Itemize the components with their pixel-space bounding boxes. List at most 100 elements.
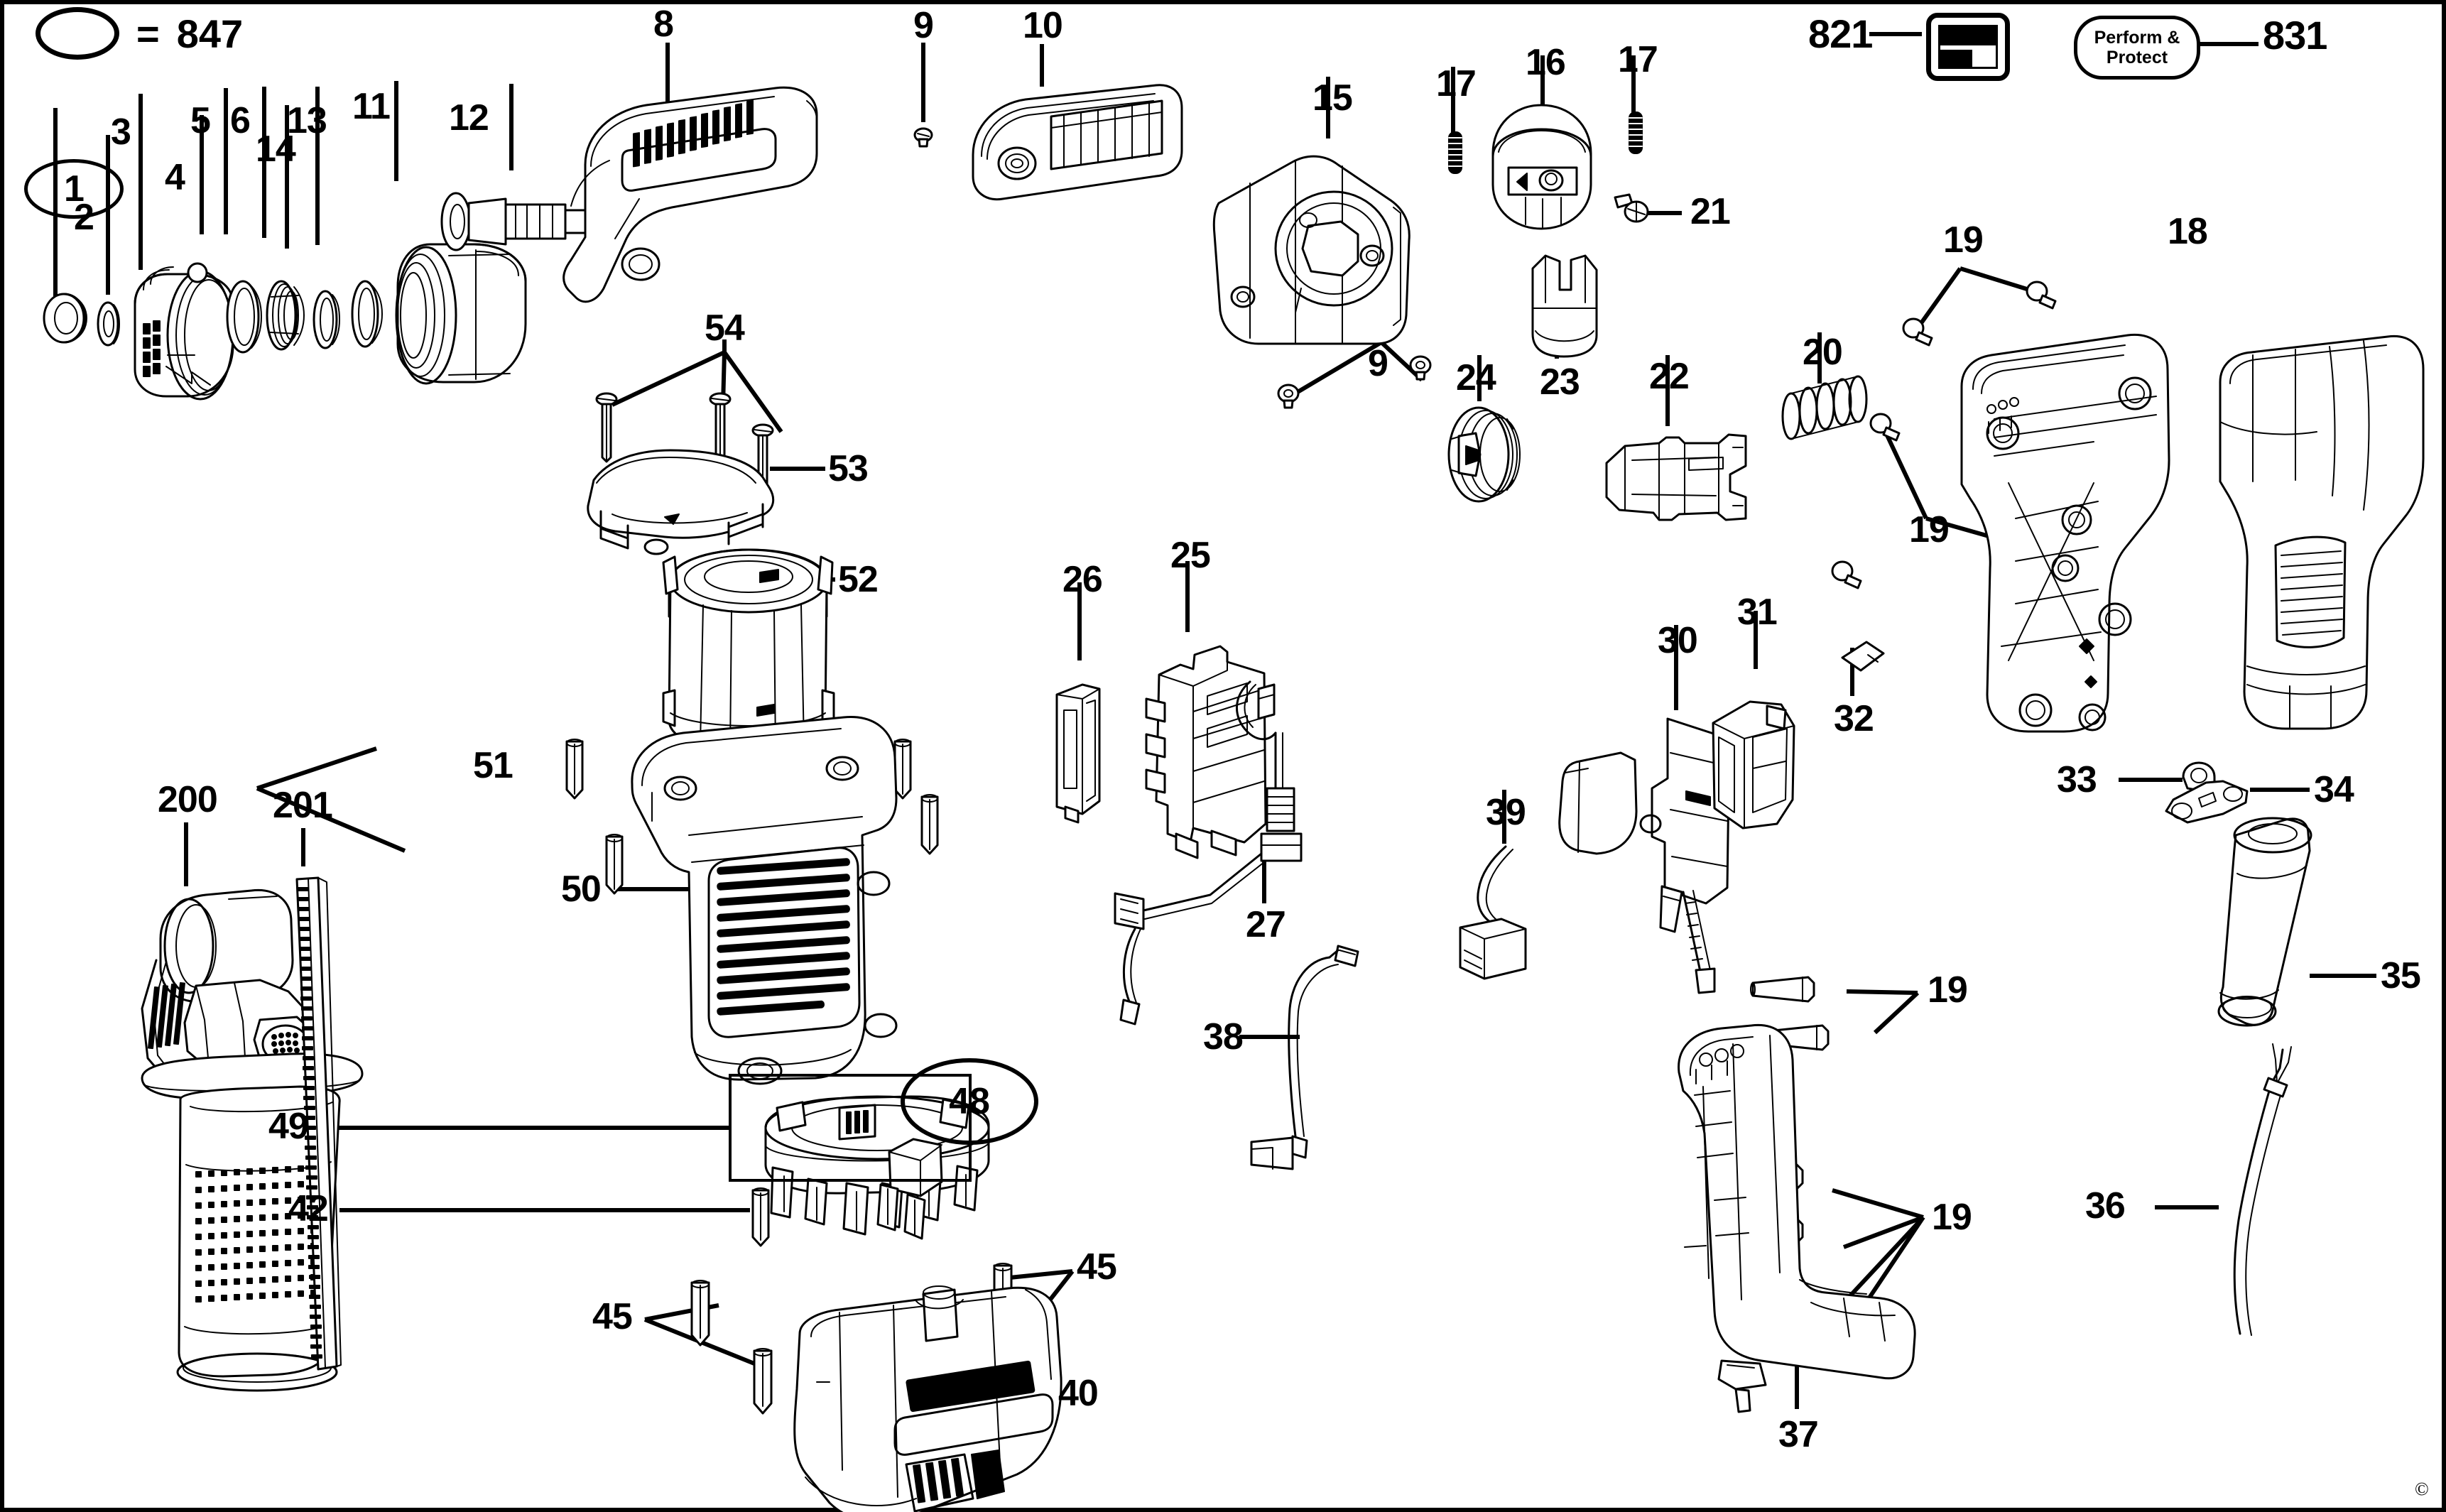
callout-45a: 45 <box>1077 1246 1117 1288</box>
part-module-cover-26 <box>1055 683 1101 824</box>
part-pin-32 <box>1841 641 1885 672</box>
callout-19b: 19 <box>1909 509 1950 550</box>
part-pin-17a <box>1448 131 1462 174</box>
legend-ellipse-equals: = 847 <box>36 7 243 60</box>
group-box-49-48 <box>729 1074 972 1182</box>
part-motor-housing-50 <box>631 716 898 1085</box>
part-spring-washer-6 <box>266 280 305 351</box>
part-screw-21 <box>1614 193 1649 223</box>
part-mode-selector-knob-16 <box>1491 104 1592 230</box>
part-screw-54a <box>595 392 618 463</box>
callout-9-gearcase: 9 <box>1368 343 1388 384</box>
callout-3: 3 <box>111 112 131 153</box>
part-handle-frame-37 <box>1678 1023 1916 1413</box>
label-plate-icon <box>1926 13 2010 81</box>
part-screw-9a <box>913 127 933 148</box>
callout-34: 34 <box>2314 769 2354 810</box>
part-grip-sleeve-35 <box>2217 817 2312 1027</box>
part-screw-19f <box>1750 976 1815 1003</box>
callout-33: 33 <box>2057 759 2097 800</box>
part-contact-strip-34 <box>2165 780 2249 824</box>
part-screw-19e <box>1831 560 1862 589</box>
part-wire-lead-36 <box>2233 1043 2292 1336</box>
callout-38: 38 <box>1203 1016 1244 1057</box>
part-chuck-end-cap <box>43 293 87 344</box>
part-side-cover-10 <box>972 84 1183 201</box>
callout-35: 35 <box>2381 955 2421 996</box>
part-ball-4 <box>187 262 208 283</box>
part-screw-51b <box>605 834 624 895</box>
callout-13: 13 <box>287 100 327 141</box>
callout-831: 831 <box>2263 13 2327 58</box>
part-carbon-brush-39 <box>1459 845 1527 980</box>
callout-42: 42 <box>288 1188 329 1229</box>
legend-equals-sign: = <box>136 11 160 56</box>
perform-protect-line1: Perform & <box>2094 28 2180 48</box>
part-chuck-sleeve <box>134 266 234 401</box>
callout-15: 15 <box>1312 77 1353 119</box>
part-gear-case-15 <box>1212 155 1410 345</box>
part-brush-holder-cap-53 <box>587 449 775 555</box>
callout-30: 30 <box>1658 620 1698 661</box>
part-screw-19g <box>1764 1024 1830 1051</box>
callout-21: 21 <box>1690 191 1731 232</box>
legend-ellipse-icon <box>36 7 119 60</box>
callout-19d: 19 <box>1932 1197 1972 1238</box>
callout-6: 6 <box>230 100 251 141</box>
part-screw-42 <box>751 1187 770 1247</box>
part-gear-shaft-22 <box>1605 433 1747 521</box>
callout-200: 200 <box>158 779 218 820</box>
part-screw-9b <box>1277 384 1300 409</box>
part-screw-51c <box>893 739 912 800</box>
leader-lines <box>53 43 2376 1409</box>
part-side-handle-200 <box>141 888 364 1392</box>
part-screw-19d <box>1987 528 2018 557</box>
part-spindle-12 <box>440 192 599 251</box>
callout-51: 51 <box>473 745 513 786</box>
part-battery-pack-40: DEWALT <box>793 1285 1062 1512</box>
callout-18: 18 <box>2168 211 2208 252</box>
callout-53: 53 <box>828 448 869 489</box>
part-electronic-module-25 <box>1145 645 1267 859</box>
part-battery-cable-38 <box>1250 945 1359 1170</box>
part-screw-51a <box>565 739 584 800</box>
callout-37: 37 <box>1778 1414 1819 1455</box>
label-plate-gap <box>1940 45 1996 50</box>
callout-49: 49 <box>268 1106 309 1147</box>
legend-value: 847 <box>176 11 244 56</box>
part-screw-45c <box>993 1263 1013 1329</box>
part-screw-45b <box>753 1348 773 1415</box>
part-terminal-33 <box>2182 761 2222 797</box>
callout-54: 54 <box>705 308 745 349</box>
callout-40: 40 <box>1058 1373 1099 1414</box>
part-screw-45d <box>1023 1307 1043 1374</box>
callout-5: 5 <box>190 100 211 141</box>
part-clamshell-housing-inner-18 <box>1960 333 2170 733</box>
perform-protect-line2: Protect <box>2106 48 2168 67</box>
callout-32: 32 <box>1834 698 1874 739</box>
part-clamshell-housing-outer-18 <box>2219 335 2425 730</box>
callout-11: 11 <box>352 86 391 127</box>
copyright-mark: © <box>2415 1479 2429 1499</box>
part-screw-51d <box>920 794 939 855</box>
part-screw-19a <box>1902 317 1933 347</box>
part-trigger-switch-30 <box>1558 717 1730 994</box>
label-plate-block-top <box>1940 27 1996 46</box>
part-top-cover-8 <box>562 86 818 303</box>
battery-brand-text: DEWALT <box>917 1366 1024 1409</box>
callout-8: 8 <box>653 4 674 45</box>
callout-19c: 19 <box>1928 969 1968 1011</box>
callout-9-top: 9 <box>913 5 934 46</box>
callout-31: 31 <box>1737 592 1778 633</box>
part-screw-19k <box>1750 1322 1815 1349</box>
part-screw-54c <box>751 423 774 494</box>
callout-20: 20 <box>1803 332 1843 373</box>
part-clutch-assembly-24 <box>1447 406 1521 503</box>
part-screw-19b <box>2026 281 2057 310</box>
part-selector-fork-23 <box>1531 254 1598 358</box>
callout-17b: 17 <box>1618 39 1658 80</box>
callout-27: 27 <box>1246 904 1286 945</box>
part-chuck-collar-11 <box>395 243 527 385</box>
